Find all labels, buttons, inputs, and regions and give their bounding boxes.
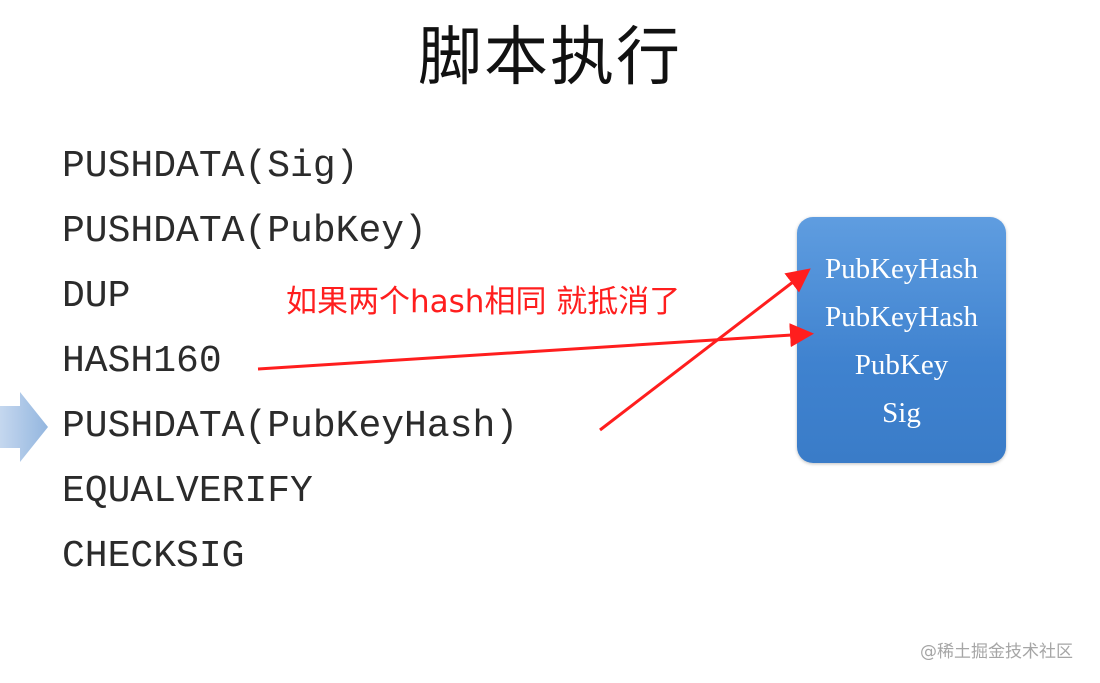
current-instruction-arrow-icon	[0, 392, 48, 462]
stack-item: PubKeyHash	[824, 253, 979, 285]
stack-box: PubKeyHash PubKeyHash PubKey Sig	[797, 217, 1006, 463]
script-instruction: HASH160	[62, 340, 222, 383]
stack-item: Sig	[882, 397, 921, 429]
stack-item-list: PubKeyHash PubKeyHash PubKey Sig	[797, 245, 1006, 437]
script-instruction: PUSHDATA(Sig)	[62, 145, 359, 188]
slide-title: 脚本执行	[418, 21, 682, 95]
watermark: @稀土掘金技术社区	[920, 642, 1073, 662]
script-instruction: CHECKSIG	[62, 535, 245, 578]
arrow-pushdata-to-stack	[599, 268, 811, 432]
stack-item: PubKey	[854, 349, 949, 381]
script-instruction-list: PUSHDATA(Sig) PUSHDATA(PubKey) DUP HASH1…	[62, 140, 518, 595]
arrow-hash160-to-stack	[257, 323, 814, 371]
script-instruction: EQUALVERIFY	[62, 470, 313, 513]
script-instruction-current: PUSHDATA(PubKeyHash)	[62, 405, 519, 448]
annotation-text: 如果两个hash相同 就抵消了	[286, 284, 681, 320]
script-instruction: DUP	[62, 275, 131, 318]
stack-item: PubKeyHash	[824, 301, 979, 333]
script-instruction: PUSHDATA(PubKey)	[62, 210, 427, 253]
